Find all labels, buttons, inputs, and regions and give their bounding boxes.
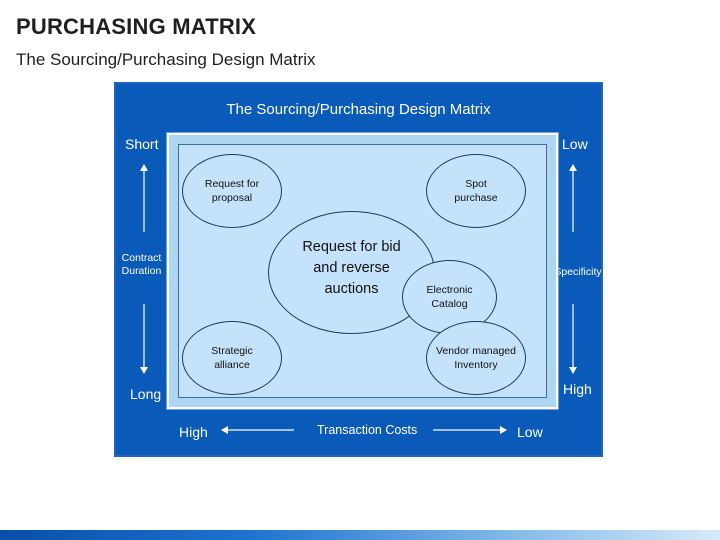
matrix-panel: The Sourcing/Purchasing Design Matrix Sh… — [114, 82, 603, 457]
bottom-axis-left-label: High — [179, 424, 208, 440]
ellipse-label: Electronic Catalog — [426, 284, 473, 310]
ellipse-strategic-alliance: Strategic alliance — [182, 321, 282, 395]
ellipse-label: Spot purchase — [454, 178, 498, 204]
ellipse-label: Strategic alliance — [211, 345, 253, 371]
diagram-title: The Sourcing/Purchasing Design Matrix — [226, 101, 491, 118]
ellipse-vendor-managed-inventory: Vendor managed Inventory — [426, 321, 526, 395]
ellipse-label: Vendor managed Inventory — [436, 345, 516, 371]
left-axis-bottom-label: Long — [130, 386, 162, 402]
left-axis-top-label: Short — [125, 136, 159, 152]
ellipse-request-for-proposal: Request for proposal — [182, 154, 282, 228]
ellipse-label: Request for bid and reverse auctions — [302, 239, 401, 297]
right-axis-title: Specificity — [554, 266, 602, 278]
bottom-axis-right-label: Low — [517, 424, 543, 440]
matrix-area: Request for proposal Spot purchase Reque… — [178, 144, 547, 398]
bottom-axis-title: Transaction Costs — [317, 423, 418, 437]
slide-title: PURCHASING MATRIX — [16, 14, 257, 39]
ellipse-electronic-catalog: Electronic Catalog — [402, 260, 497, 334]
ellipse-spot-purchase: Spot purchase — [426, 154, 526, 228]
axis-arrows — [140, 164, 577, 434]
slide-subtitle: The Sourcing/Purchasing Design Matrix — [16, 50, 316, 69]
left-axis-title: Contract Duration — [121, 252, 162, 277]
ellipse-label: Request for proposal — [204, 178, 260, 204]
footer-gradient-bar — [0, 530, 720, 540]
matrix-frame: Request for proposal Spot purchase Reque… — [167, 133, 558, 409]
right-axis-top-label: Low — [562, 136, 588, 152]
right-axis-bottom-label: High — [563, 381, 592, 397]
